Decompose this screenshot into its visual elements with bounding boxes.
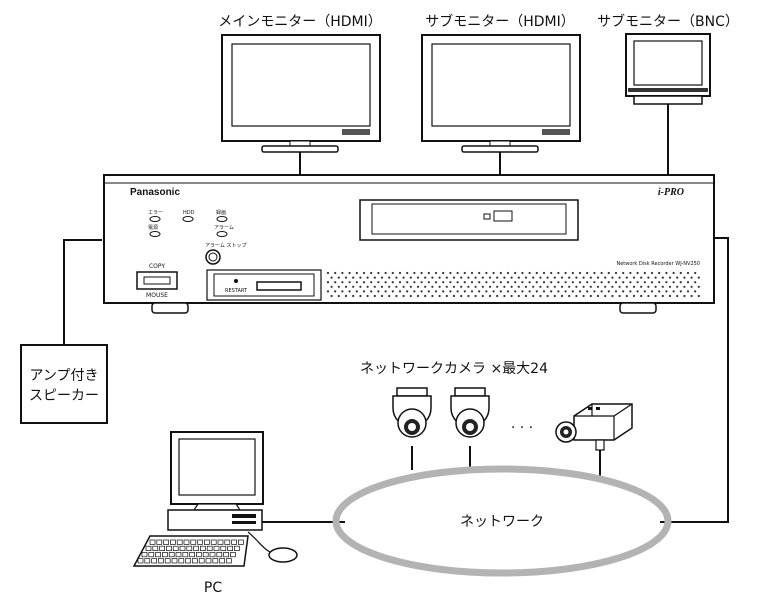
mouse-label: MOUSE: [146, 292, 168, 299]
recorder-logo: i-PRO: [658, 187, 684, 198]
cable-speaker: [63, 239, 102, 345]
speaker-label-line1: アンプ付き: [29, 368, 98, 384]
box-camera: [555, 403, 633, 451]
cable-network-recorder: [660, 237, 729, 523]
sub-monitor-hdmi: サブモニター（HDMI）: [421, 13, 581, 153]
network-label: ネットワーク: [460, 514, 544, 530]
cables: [63, 104, 729, 523]
led-hdd-label: HDD: [183, 210, 195, 216]
disc-drive: [359, 199, 579, 241]
led-error-label: エラー: [148, 210, 163, 216]
network-cloud: ネットワーク: [332, 465, 672, 577]
sub-monitor-bnc: サブモニター（BNC）: [597, 13, 739, 105]
amplified-speaker: アンプ付き スピーカー: [20, 344, 108, 424]
cameras-label: ネットワークカメラ ×最大24: [360, 361, 548, 377]
alarm-stop-label: アラーム ストップ: [205, 243, 246, 249]
recorder-model: Network Disk Recorder WJ-NV250: [616, 261, 700, 267]
pc: PC: [132, 431, 298, 596]
recorder-brand: Panasonic: [130, 187, 180, 198]
copy-label: COPY: [149, 263, 165, 270]
sub-monitor-bnc-label: サブモニター（BNC）: [597, 13, 739, 30]
led-alarm-label: アラーム: [214, 225, 234, 231]
dome-camera-2: [450, 387, 490, 438]
keyboard-keys: [137, 539, 244, 564]
sub-monitor-hdmi-label: サブモニター（HDMI）: [425, 13, 575, 30]
mouse: [268, 547, 298, 563]
pc-label: PC: [204, 580, 222, 596]
camera-ellipsis: · · ·: [511, 420, 533, 436]
network-disk-recorder: Panasonic i-PRO エラー HDD 録画 電源 アラーム アラーム …: [103, 174, 715, 314]
main-monitor-label: メインモニター（HDMI）: [218, 14, 382, 30]
main-monitor: メインモニター（HDMI）: [218, 14, 382, 153]
led-power-label: 電源: [148, 224, 158, 231]
led-rec-label: 録画: [216, 209, 226, 216]
restart-label: RESTART: [225, 288, 248, 294]
dome-camera-1: [392, 387, 432, 438]
vent-grille: [326, 271, 700, 298]
speaker-label-line2: スピーカー: [29, 388, 99, 404]
status-leds: エラー HDD 録画 電源 アラーム: [148, 209, 234, 237]
